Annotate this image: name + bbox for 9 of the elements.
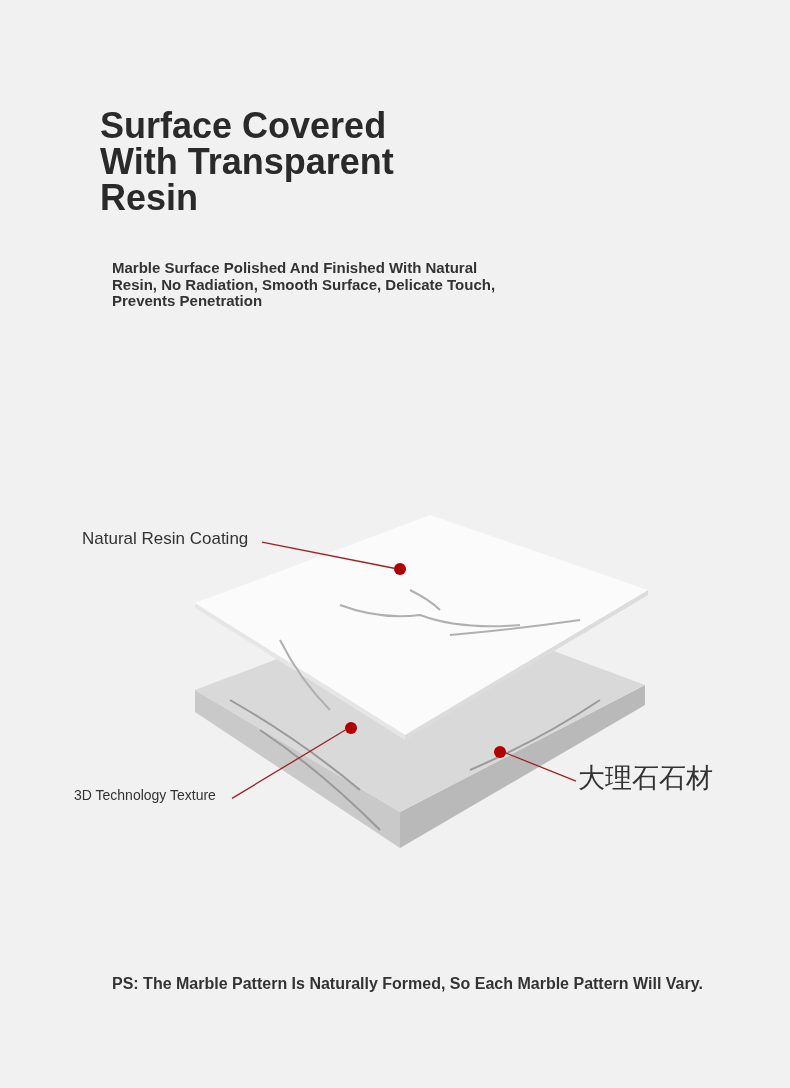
note-text: PS: The Marble Pattern Is Naturally Formed, So Each Marble Pattern Will Vary. — [112, 975, 704, 993]
description-text: Marble Surface Polished And Finished With Natural Resin, No Radiation, Smooth Surface, Delicate Touch, Prevents Penetration — [112, 260, 497, 310]
leader-line — [261, 541, 395, 569]
leader-line — [505, 752, 577, 782]
title: Surface Covered With Transparent Resin — [100, 108, 395, 216]
leader-line — [231, 729, 346, 800]
callout-label: 3D Technology Texture — [74, 787, 216, 804]
callout-label: 大理石石材 — [578, 762, 713, 795]
callout-label: Natural Resin Coating — [82, 529, 249, 550]
